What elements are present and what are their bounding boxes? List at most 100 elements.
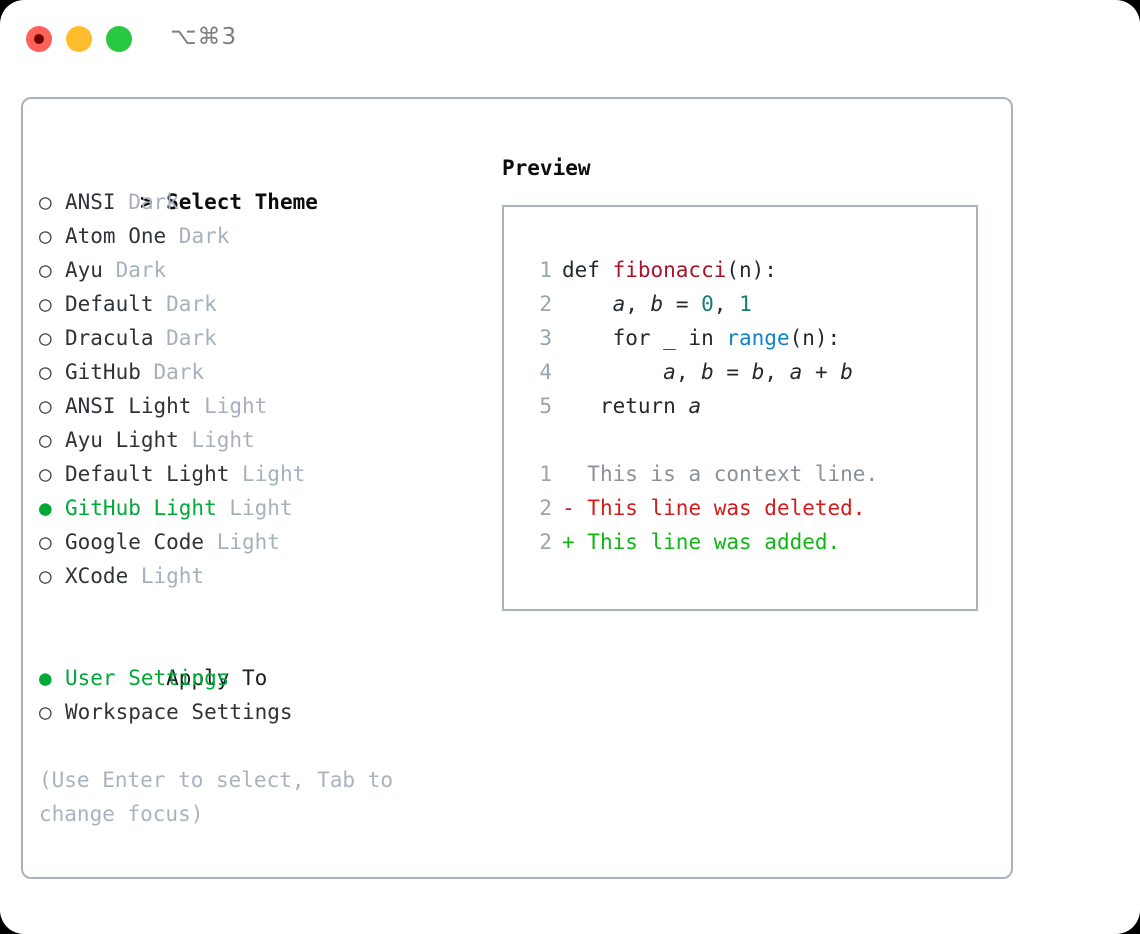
theme-list-item[interactable]: ○ ANSI Dark <box>39 185 489 219</box>
theme-list-header-label: Select Theme <box>166 190 318 214</box>
code-token: (n): <box>789 326 841 350</box>
code-token: a <box>789 360 803 384</box>
theme-category-label: Light <box>216 496 293 520</box>
diff-line: 2- This line was deleted. <box>524 491 976 525</box>
theme-name-label: Google Code <box>65 530 205 554</box>
radio-unselected-icon: ○ <box>39 462 65 486</box>
diff-sign <box>562 462 587 486</box>
code-token: = <box>663 292 702 316</box>
theme-category-label: Light <box>204 530 280 554</box>
theme-name-label: Default <box>65 292 154 316</box>
code-token: b <box>650 292 664 316</box>
theme-list-item[interactable]: ○ Default Dark <box>39 287 489 321</box>
apply-to-option-list[interactable]: ● User Settings○ Workspace Settings <box>39 661 489 729</box>
theme-category-label: Light <box>128 564 205 588</box>
radio-unselected-icon: ○ <box>39 394 65 418</box>
keyboard-shortcut-label: ⌥⌘3 <box>170 24 238 50</box>
apply-to-option-label: User Settings <box>65 666 230 690</box>
code-token: = <box>713 360 752 384</box>
line-number: 1 <box>539 258 552 282</box>
theme-list-item[interactable]: ● GitHub Light Light <box>39 491 489 525</box>
apply-to-option[interactable]: ● User Settings <box>39 661 489 695</box>
theme-list-item[interactable]: ○ Google Code Light <box>39 525 489 559</box>
theme-list-item[interactable]: ○ GitHub Dark <box>39 355 489 389</box>
theme-list-item[interactable]: ○ Default Light Light <box>39 457 489 491</box>
diff-line: 2 + This line was added. <box>524 525 976 559</box>
dialog-frame: > Select Theme ○ ANSI Dark○ Atom One Dar… <box>21 97 1013 879</box>
code-token: 1 <box>739 292 752 316</box>
code-diff-spacer <box>524 423 976 457</box>
code-token: for _ in <box>562 326 727 350</box>
code-token: a <box>663 360 676 384</box>
theme-name-label: GitHub <box>65 360 141 384</box>
diff-text: This line was added. <box>587 530 841 554</box>
code-token: , <box>764 360 790 384</box>
close-icon <box>34 34 44 44</box>
theme-list[interactable]: ○ ANSI Dark○ Atom One Dark○ Ayu Dark○ De… <box>39 185 489 593</box>
theme-name-label: Default Light <box>65 462 230 486</box>
radio-unselected-icon: ○ <box>39 428 65 452</box>
theme-category-label: Dark <box>153 292 217 316</box>
theme-list-item[interactable]: ○ Dracula Dark <box>39 321 489 355</box>
code-token: a <box>612 292 626 316</box>
preview-title: Preview <box>502 156 591 180</box>
diff-line: 1 This is a context line. <box>524 457 976 491</box>
theme-list-item[interactable]: ○ Ayu Light Light <box>39 423 489 457</box>
theme-category-label: Light <box>191 394 268 418</box>
theme-category-label: Light <box>229 462 306 486</box>
theme-category-label: Dark <box>102 258 167 282</box>
radio-unselected-icon: ○ <box>39 700 65 724</box>
code-line: 5 return a <box>524 389 976 423</box>
apply-to-header: Apply To <box>39 627 489 690</box>
maximize-button[interactable] <box>106 26 132 52</box>
theme-list-item[interactable]: ○ XCode Light <box>39 559 489 593</box>
code-token: fibonacci <box>612 258 727 282</box>
theme-list-item[interactable]: ○ Atom One Dark <box>39 219 489 253</box>
theme-list-header: > Select Theme <box>39 151 489 214</box>
line-number: 4 <box>539 360 552 384</box>
theme-list-item[interactable]: ○ ANSI Light Light <box>39 389 489 423</box>
code-token <box>562 292 613 316</box>
code-token: b <box>751 360 765 384</box>
theme-category-label: Dark <box>140 360 205 384</box>
code-line: 4 a, b = b, a + b <box>524 355 976 389</box>
theme-list-item[interactable]: ○ Ayu Dark <box>39 253 489 287</box>
theme-name-label: ANSI <box>65 190 116 214</box>
radio-selected-icon: ● <box>39 666 65 690</box>
diff-sample: 1 This is a context line.2- This line wa… <box>524 457 976 559</box>
theme-name-label: ANSI Light <box>65 394 192 418</box>
theme-name-label: Ayu <box>65 258 103 282</box>
radio-unselected-icon: ○ <box>39 190 65 214</box>
line-number: 3 <box>539 326 552 350</box>
code-token: range <box>726 326 790 350</box>
theme-category-label: Dark <box>166 224 230 248</box>
theme-name-label: XCode <box>65 564 129 588</box>
diff-text: This is a context line. <box>587 462 879 486</box>
minimize-button[interactable] <box>66 26 92 52</box>
theme-category-label: Light <box>178 428 255 452</box>
code-token: , <box>675 360 702 384</box>
diff-sign: + <box>562 530 588 554</box>
apply-to-option-label: Workspace Settings <box>65 700 293 724</box>
code-token: 0 <box>701 292 714 316</box>
theme-name-label: Atom One <box>65 224 167 248</box>
code-token: b <box>840 360 853 384</box>
diff-text: This line was deleted. <box>587 496 866 520</box>
title-bar: ⌥⌘3 <box>0 0 1140 78</box>
line-number: 2 <box>539 530 552 554</box>
radio-unselected-icon: ○ <box>39 258 65 282</box>
line-number: 5 <box>539 394 552 418</box>
theme-name-label: Ayu Light <box>65 428 179 452</box>
code-token: + <box>802 360 841 384</box>
theme-name-label: Dracula <box>65 326 154 350</box>
apply-to-option[interactable]: ○ Workspace Settings <box>39 695 489 729</box>
code-token: a <box>688 394 702 418</box>
radio-unselected-icon: ○ <box>39 530 65 554</box>
line-number: 2 <box>539 496 552 520</box>
code-token: return <box>562 394 689 418</box>
code-token <box>562 360 663 384</box>
radio-unselected-icon: ○ <box>39 360 65 384</box>
code-line: 2 a, b = 0, 1 <box>524 287 976 321</box>
